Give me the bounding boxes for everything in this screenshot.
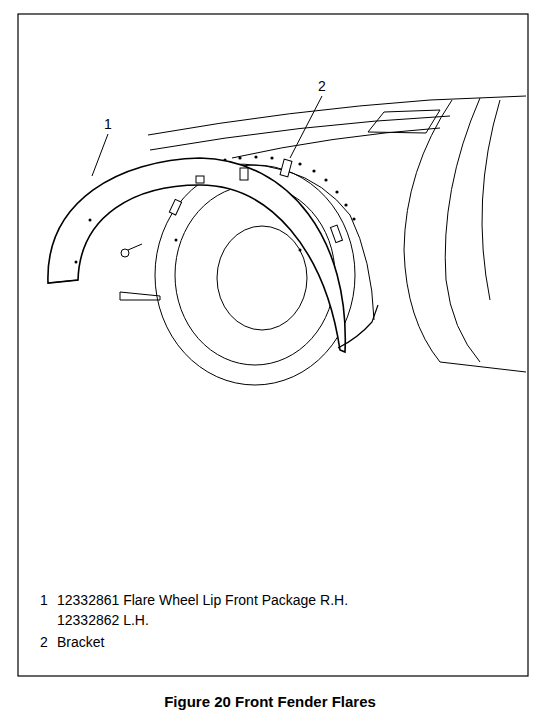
parts-list-number: 2 [40, 634, 48, 650]
callout-number: 1 [104, 116, 112, 132]
part-name: 12332862 L.H. [57, 612, 149, 628]
wheel-flare [48, 158, 345, 352]
flare-end [48, 280, 78, 283]
flare-holes [75, 219, 302, 264]
figure-caption: Figure 20 Front Fender Flares [164, 694, 376, 710]
leader-line [92, 134, 108, 176]
part-name: Bracket [57, 634, 104, 650]
screw [121, 244, 142, 257]
leader-line [290, 96, 322, 158]
molding-strip [338, 305, 378, 348]
part-name: 12332861 Flare Wheel Lip Front Package R… [57, 592, 348, 608]
callout-number: 2 [318, 78, 326, 94]
brackets [169, 159, 342, 242]
figure-frame [18, 14, 528, 676]
parts-list-number: 1 [40, 592, 48, 608]
